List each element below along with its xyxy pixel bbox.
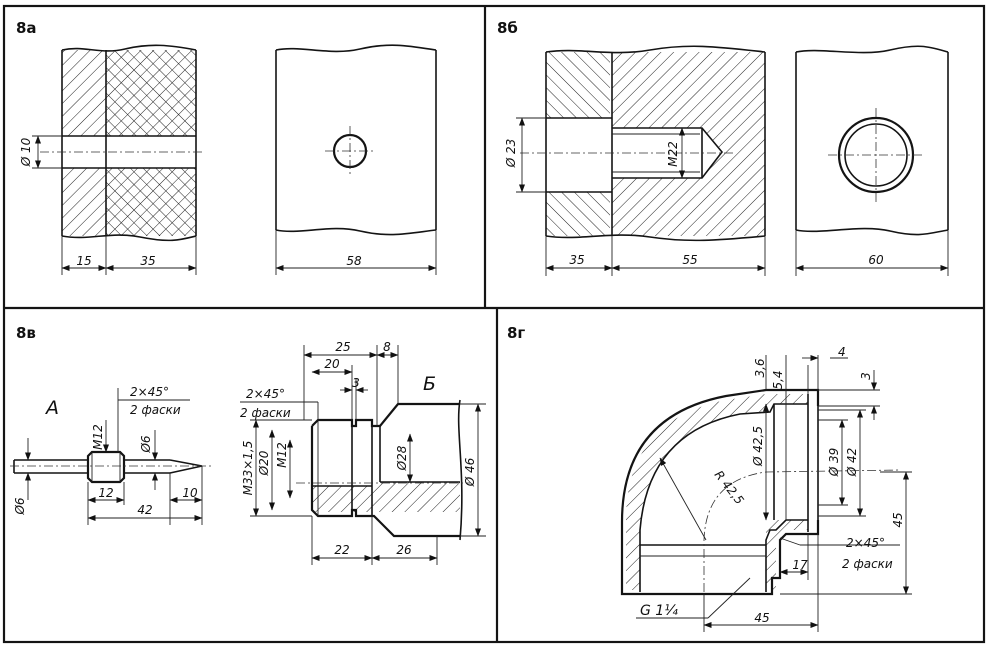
panel-8a-label: 8а bbox=[16, 19, 37, 37]
dim-b-chamfer: 2×45° bbox=[246, 387, 285, 401]
dim-b-facets: 2 фаски bbox=[240, 406, 291, 420]
dim-8g-5-4: 5,4 bbox=[771, 370, 785, 389]
dim-a-42: 42 bbox=[137, 503, 152, 517]
panel-8b-label: 8б bbox=[497, 19, 518, 37]
panel-8g-label: 8г bbox=[507, 324, 525, 342]
dim-b-d46: Ø 46 bbox=[463, 457, 477, 487]
elbow-fitting-section bbox=[620, 388, 901, 596]
panel-8b: 8б bbox=[497, 19, 949, 276]
dim-a-m12: M12 bbox=[91, 424, 105, 450]
dim-8a-58: 58 bbox=[346, 254, 362, 268]
part-8b-section bbox=[520, 45, 766, 242]
dim-b-8: 8 bbox=[383, 340, 391, 354]
dim-8g-d42: Ø 42 bbox=[845, 448, 859, 478]
dim-8g-g-thread: G 1¼ bbox=[640, 603, 678, 619]
dim-8g-r42-5: R 42,5 bbox=[712, 468, 747, 507]
dimensions-8b: Ø 23 M22 35 55 60 bbox=[504, 117, 949, 276]
part-8a-front-view bbox=[275, 44, 437, 236]
dim-b-3: 3 bbox=[352, 376, 360, 390]
dim-a-10: 10 bbox=[182, 486, 198, 500]
pin-tip bbox=[169, 459, 203, 474]
dim-8g-3: 3 bbox=[859, 372, 873, 380]
panel-8a: 8а Ø 10 bbox=[16, 19, 437, 275]
dim-8b-55: 55 bbox=[682, 253, 697, 267]
dim-8b-35: 35 bbox=[569, 253, 584, 267]
part-b-letter: Б bbox=[423, 373, 436, 395]
dimensions-part-b: 25 8 20 3 2×45° 2 фаски M33×1,5 Ø20 M12 … bbox=[240, 340, 486, 565]
dim-8b-m22: M22 bbox=[666, 141, 680, 167]
dim-8g-d42-5: Ø 42,5 bbox=[751, 426, 765, 467]
dim-8g-d39: Ø 39 bbox=[827, 448, 841, 478]
dim-8b-d23: Ø 23 bbox=[504, 139, 518, 169]
part-8a-section bbox=[40, 44, 205, 242]
dim-8g-facets: 2 фаски bbox=[842, 557, 893, 571]
part-8b-front-view bbox=[795, 45, 949, 236]
dim-a-12: 12 bbox=[98, 486, 113, 500]
dim-8a-15: 15 bbox=[76, 254, 91, 268]
dim-8g-17: 17 bbox=[792, 558, 808, 572]
dim-8g-chamfer: 2×45° bbox=[846, 536, 885, 550]
dim-8g-3-6: 3,6 bbox=[753, 358, 767, 377]
dim-a-facets: 2 фаски bbox=[130, 403, 181, 417]
dim-8g-45-horizontal: 45 bbox=[754, 611, 769, 625]
panel-8g: 8г 3,6 bbox=[507, 324, 912, 632]
dim-8b-60: 60 bbox=[868, 253, 884, 267]
dim-b-25: 25 bbox=[335, 340, 350, 354]
part-a-pin: А bbox=[10, 397, 212, 484]
dim-b-m12: M12 bbox=[275, 442, 289, 468]
dimensions-part-a: 2×45° 2 фаски M12 Ø6 Ø6 12 10 42 bbox=[13, 385, 203, 525]
panel-8v: 8в А 2×45° 2 фаски M12 Ø6 bbox=[10, 324, 486, 565]
dim-8a-d10: Ø 10 bbox=[19, 137, 33, 167]
dim-8g-45-vertical: 45 bbox=[891, 512, 905, 527]
dim-8a-35: 35 bbox=[140, 254, 155, 268]
dim-a-chamfer: 2×45° bbox=[130, 385, 169, 399]
dim-8g-4: 4 bbox=[838, 345, 846, 359]
part-a-letter: А bbox=[44, 397, 59, 419]
part-b-fitting: Б bbox=[296, 373, 470, 541]
dim-b-26: 26 bbox=[396, 543, 412, 557]
dim-a-d6-left: Ø6 bbox=[13, 497, 27, 515]
dim-b-d28: Ø28 bbox=[395, 445, 409, 471]
dimensions-8a: Ø 10 15 35 58 bbox=[19, 135, 437, 275]
pin-thread-collar bbox=[86, 450, 126, 484]
dim-a-d6-right: Ø6 bbox=[139, 435, 153, 453]
sheet-frame bbox=[2, 4, 986, 644]
dim-b-20: 20 bbox=[324, 357, 340, 371]
dim-b-d20: Ø20 bbox=[257, 450, 271, 476]
dim-b-m33: M33×1,5 bbox=[241, 441, 255, 496]
dim-b-22: 22 bbox=[334, 543, 349, 557]
panel-8v-label: 8в bbox=[16, 324, 36, 342]
